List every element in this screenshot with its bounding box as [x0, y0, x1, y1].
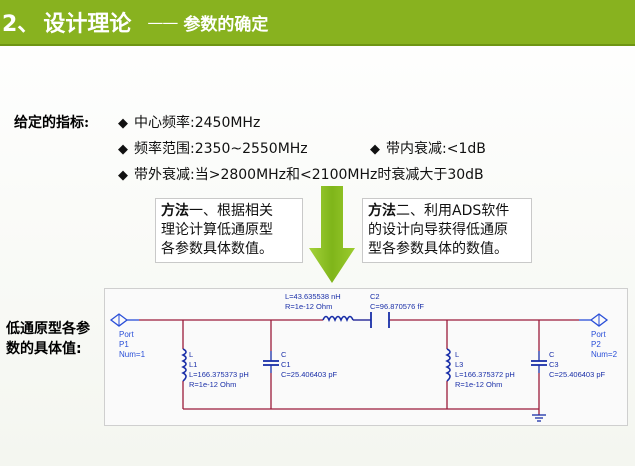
diamond-bullet-icon: ◆	[370, 142, 380, 157]
lowpass-schematic: Port P1 Num=1 Port P2 Num=2 L=43.635538 …	[104, 288, 628, 426]
l2-resistance: R=1e-12 Ohm	[285, 302, 332, 311]
c1-type: C	[281, 350, 287, 359]
l1-inductance: L=166.375373 pH	[189, 370, 249, 379]
method-two-line1: 二、利用ADS软件	[396, 203, 510, 219]
port-p2-type: Port	[591, 330, 606, 339]
l3-type: L	[455, 350, 459, 359]
c2-name: C2	[370, 292, 380, 301]
method-one-line2: 理论计算低通原型	[161, 222, 273, 238]
spec-out-band-text: 带外衰减:当>2800MHz和<2100MHz时衰减大于30dB	[134, 167, 484, 183]
c2-capacitance: C=96.870576 fF	[370, 302, 424, 311]
section-subtitle: 参数的确定	[183, 14, 269, 35]
l3-name: L3	[455, 360, 463, 369]
diamond-bullet-icon: ◆	[118, 168, 128, 183]
l1-name: L1	[189, 360, 197, 369]
port-p2: Port P2 Num=2	[579, 313, 618, 359]
spec-freq-range-text: 频率范围:2350~2550MHz	[134, 141, 308, 157]
ground-icon	[532, 414, 546, 422]
title-dash: ——	[147, 12, 178, 32]
port-p1-name: P1	[119, 340, 129, 349]
schematic-wires	[139, 319, 579, 415]
c1-name: C1	[281, 360, 291, 369]
spec-center-freq: ◆ 中心频率:2450MHz	[118, 112, 260, 132]
inductor-l1: L L1 L=166.375373 pH R=1e-12 Ohm	[181, 348, 249, 389]
l1-resistance: R=1e-12 Ohm	[189, 380, 236, 389]
section-title: 设计理论	[43, 12, 132, 37]
c3-capacitance: C=25.406403 pF	[549, 370, 606, 379]
method-two-line2: 的设计向导获得低通原	[368, 222, 508, 238]
port-p1-type: Port	[119, 330, 134, 339]
method-two-line3: 型各参数具体的数值。	[368, 241, 508, 257]
c1-capacitance: C=25.406403 pF	[281, 370, 338, 379]
capacitor-c2: C2 C=96.870576 fF	[353, 292, 424, 328]
method-one-line3: 各参数具体数值。	[161, 241, 273, 257]
port-p1-num: Num=1	[119, 350, 146, 359]
spec-in-band: ◆ 带内衰减:<1dB	[370, 138, 486, 158]
lowpass-label: 低通原型各参 数的具体值:	[6, 319, 90, 359]
spec-center-freq-text: 中心频率:2450MHz	[134, 115, 261, 131]
c3-name: C3	[549, 360, 559, 369]
l1-type: L	[189, 350, 193, 359]
down-arrow-icon	[309, 186, 355, 283]
lowpass-label-line1: 低通原型各参	[6, 321, 90, 337]
method-two-bold: 方法	[368, 203, 396, 219]
method-one-line1: 一、根据相关	[189, 203, 273, 219]
inductor-l3: L L3 L=166.375372 pH R=1e-12 Ohm	[445, 348, 515, 389]
l3-inductance: L=166.375372 pH	[455, 370, 515, 379]
l2-inductance: L=43.635538 nH	[285, 292, 341, 301]
l3-resistance: R=1e-12 Ohm	[455, 380, 502, 389]
spec-out-band: ◆ 带外衰减:当>2800MHz和<2100MHz时衰减大于30dB	[118, 164, 484, 184]
inductor-l2: L=43.635538 nH R=1e-12 Ohm	[285, 292, 354, 323]
capacitor-c3: C C3 C=25.406403 pF	[531, 350, 606, 379]
port-p2-num: Num=2	[591, 350, 618, 359]
capacitor-c1: C C1 C=25.406403 pF	[263, 350, 338, 379]
title-bar: 2、 设计理论 —— 参数的确定	[0, 0, 635, 46]
port-p1: Port P1 Num=1	[109, 313, 146, 359]
port-p2-name: P2	[591, 340, 601, 349]
section-number: 2、	[2, 12, 40, 37]
spec-in-band-text: 带内衰减:<1dB	[386, 141, 486, 157]
method-two-box: 方法二、利用ADS软件 的设计向导获得低通原 型各参数具体的数值。	[362, 198, 532, 263]
method-one-bold: 方法	[161, 203, 189, 219]
diamond-bullet-icon: ◆	[118, 116, 128, 131]
method-one-box: 方法一、根据相关 理论计算低通原型 各参数具体数值。	[155, 198, 303, 263]
specs-label: 给定的指标:	[14, 115, 90, 131]
diamond-bullet-icon: ◆	[118, 142, 128, 157]
c3-type: C	[549, 350, 555, 359]
spec-freq-range: ◆ 频率范围:2350~2550MHz	[118, 138, 308, 158]
lowpass-label-line2: 数的具体值:	[6, 341, 82, 357]
